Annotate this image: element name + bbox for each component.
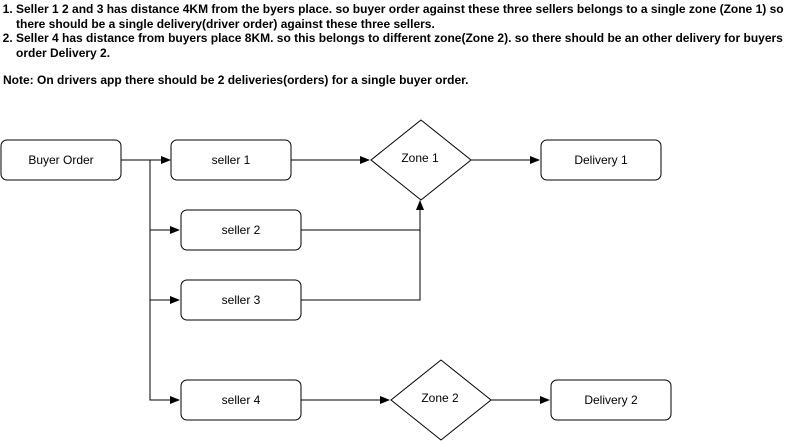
label-zone1: Zone 1 (401, 151, 439, 165)
label-seller1: seller 1 (212, 153, 251, 167)
edge-buyer-seller4 (149, 300, 180, 404)
node-buyer-order (0, 139, 122, 181)
label-delivery2: Delivery 2 (584, 393, 638, 407)
label-zone2: Zone 2 (421, 391, 459, 405)
node-seller4 (180, 379, 302, 421)
label-seller3: seller 3 (222, 293, 261, 307)
label-seller2: seller 2 (222, 223, 261, 237)
requirement-item-1: Seller 1 2 and 3 has distance 4KM from t… (16, 2, 800, 31)
label-buyer-order: Buyer Order (28, 153, 93, 167)
edge-buyer-seller3 (149, 230, 180, 304)
node-delivery1 (540, 139, 662, 181)
edge-seller2-zone1 (301, 200, 424, 231)
node-zone2 (390, 359, 492, 441)
node-seller2 (180, 209, 302, 251)
label-delivery1: Delivery 1 (574, 153, 628, 167)
node-delivery2 (550, 379, 672, 421)
label-seller4: seller 4 (222, 393, 261, 407)
node-seller1 (170, 139, 292, 181)
requirements-text: Seller 1 2 and 3 has distance 4KM from t… (0, 2, 800, 60)
node-zone1 (370, 119, 472, 201)
requirement-item-2: Seller 4 has distance from buyers place … (16, 31, 800, 60)
requirements-list: Seller 1 2 and 3 has distance 4KM from t… (0, 2, 800, 60)
drivers-app-note: Note: On drivers app there should be 2 d… (3, 73, 469, 87)
edge-seller3-zone1 (301, 230, 421, 301)
node-seller3 (180, 279, 302, 321)
